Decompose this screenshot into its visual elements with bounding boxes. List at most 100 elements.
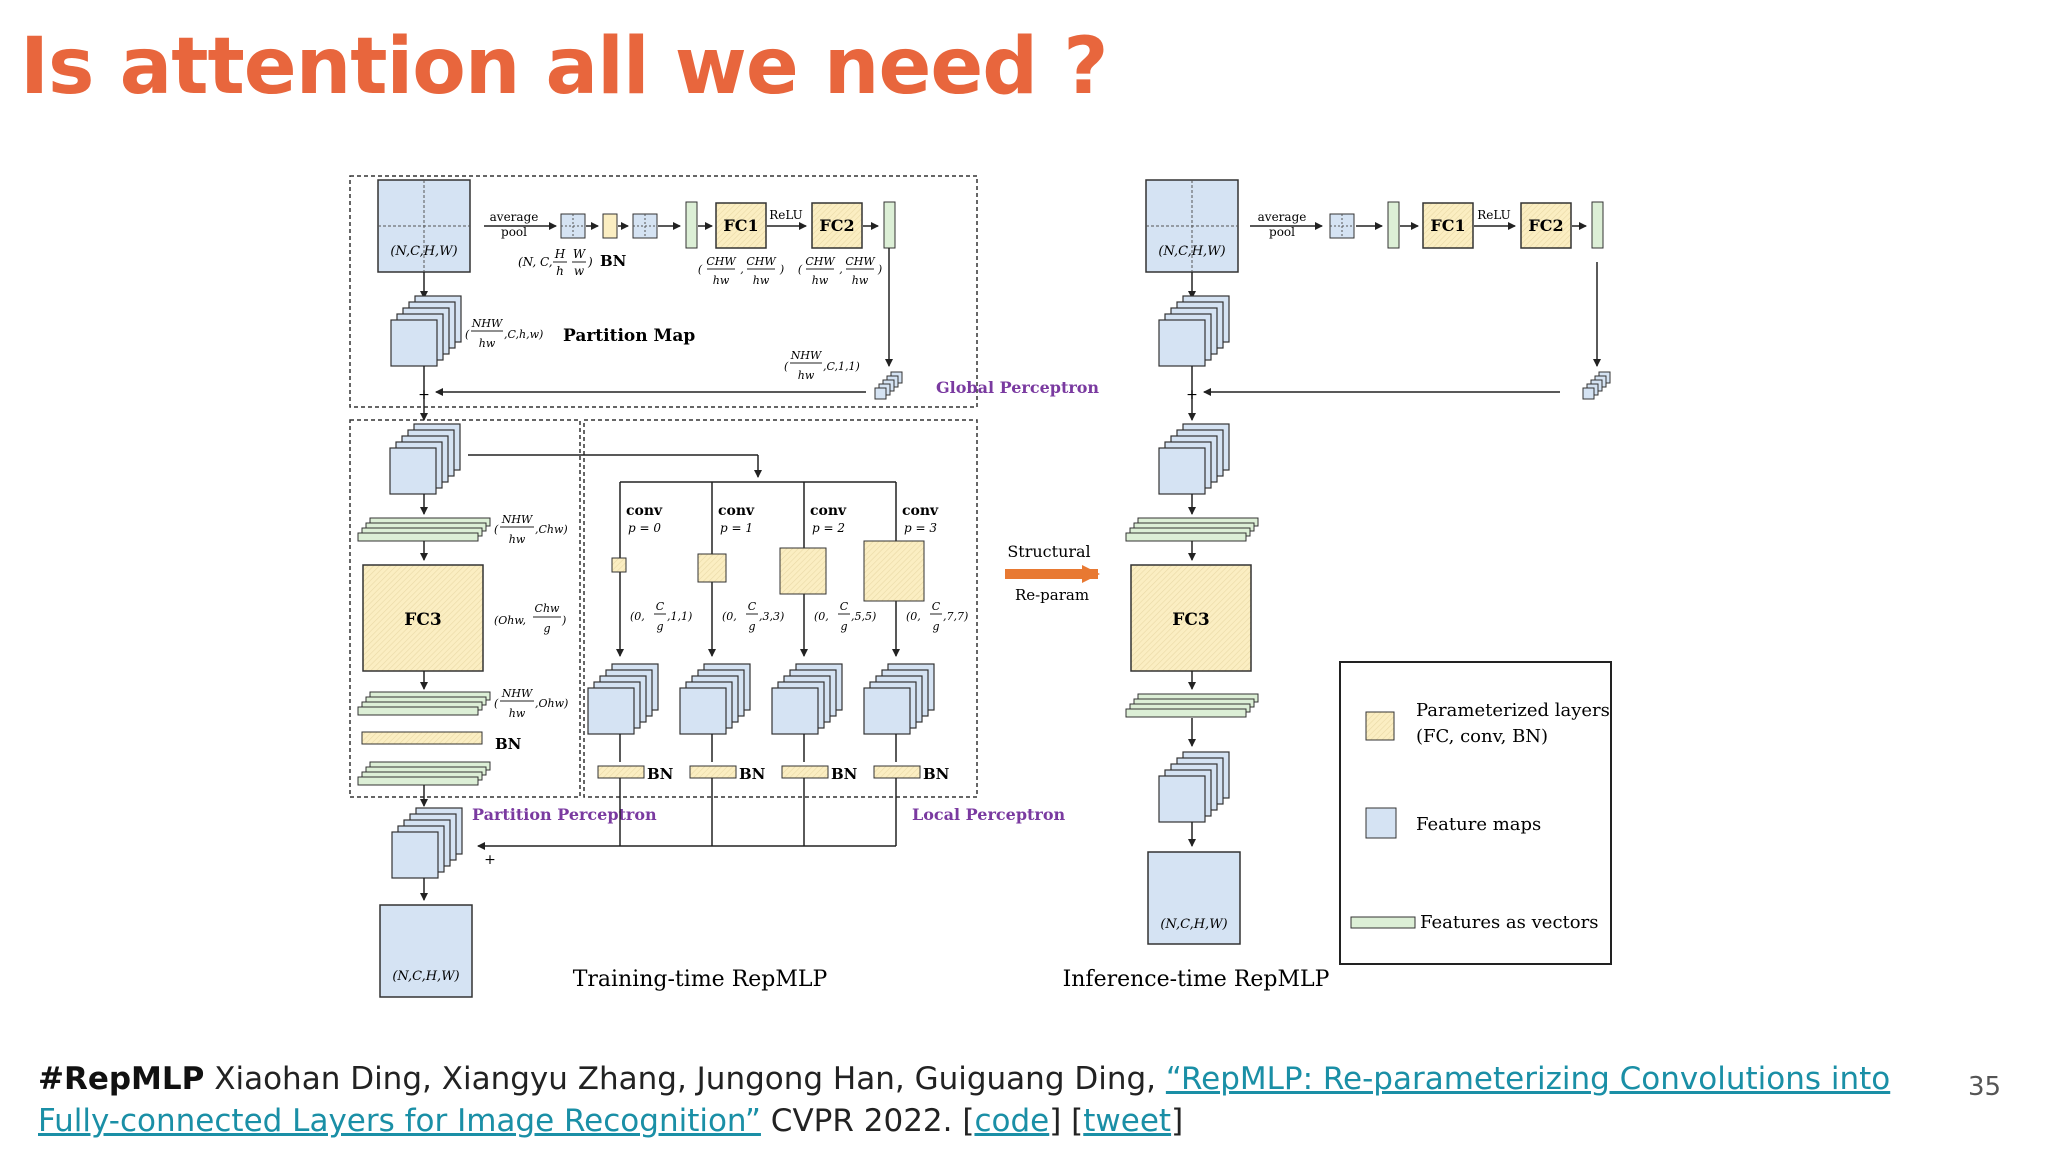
merged-output-stack: [391, 807, 463, 879]
legend-vector-swatch: [1350, 916, 1416, 929]
local-bn-layers: [597, 765, 921, 779]
inf-vector-1: [1387, 201, 1400, 249]
svg-text:(N, C,: (N, C,: [518, 255, 553, 269]
svg-text:g: g: [656, 620, 663, 633]
citation-tag: #RepMLP: [38, 1061, 205, 1097]
svg-text:g: g: [932, 620, 939, 633]
inf-output-stack: [1158, 751, 1230, 823]
svg-text:BN: BN: [647, 765, 674, 783]
inf-fc2-layer: FC2: [1520, 202, 1572, 249]
conv-kernel-7x7: [863, 540, 925, 602]
partition-shape-label: ( NHW hw ,C,h,w): [465, 317, 543, 350]
pool-shape-label: (N, C, H h W w ): [518, 247, 593, 278]
svg-text:(0,: (0,: [722, 610, 737, 623]
svg-text:,: ,: [839, 263, 843, 276]
svg-text:hw: hw: [753, 274, 770, 287]
vector-shape-label-1: ( NHW hw ,Chw): [494, 513, 568, 546]
partition-bn-layer: [361, 731, 483, 745]
partition-perceptron-region: [349, 419, 581, 798]
svg-text:h: h: [556, 264, 564, 278]
inf-vector-2: [1591, 201, 1604, 249]
svg-text:conv: conv: [626, 503, 663, 519]
citation-authors: Xiaohan Ding, Xiangyu Zhang, Jungong Han…: [204, 1061, 1166, 1097]
legend: Parameterized layers (FC, conv, BN) Feat…: [1339, 661, 1612, 965]
svg-text:NHW: NHW: [790, 349, 823, 362]
svg-text:g: g: [543, 622, 550, 635]
inf-vectors-1: [1125, 517, 1259, 542]
relu-label: ReLU: [769, 208, 803, 222]
svg-text:CHW: CHW: [845, 255, 876, 268]
svg-text:,Ohw): ,Ohw): [535, 697, 568, 710]
code-link[interactable]: code: [974, 1103, 1050, 1139]
svg-text:g: g: [840, 620, 847, 633]
input-feature-map: (N,C,H,W): [377, 179, 471, 273]
global-perceptron-region: [349, 175, 978, 408]
svg-text:(N,C,H,W): (N,C,H,W): [1160, 917, 1227, 932]
svg-text:conv: conv: [810, 503, 847, 519]
inf-avg-pool-1: average: [1258, 210, 1307, 224]
pooled-map-2: [632, 213, 658, 239]
plus-2: +: [484, 852, 496, 868]
partition-vectors-3: [357, 761, 491, 786]
svg-text:NHW: NHW: [471, 317, 504, 330]
svg-text:H: H: [554, 247, 566, 261]
svg-text:hw: hw: [812, 274, 829, 287]
svg-text:FC2: FC2: [819, 216, 854, 235]
svg-text:NHW: NHW: [501, 687, 534, 700]
conv-kernel-5x5: [779, 547, 827, 595]
conv-padding-labels: p = 0 p = 1 p = 2 p = 3: [628, 521, 937, 535]
svg-text:C: C: [748, 600, 757, 613]
svg-text:p = 2: p = 2: [812, 521, 845, 535]
inf-plus: +: [1186, 387, 1198, 403]
partition-vectors-1: [357, 517, 491, 542]
svg-text:W: W: [573, 247, 587, 261]
inf-avg-pool-2: pool: [1269, 225, 1295, 239]
svg-text:,C,1,1): ,C,1,1): [823, 360, 860, 373]
inf-input-feature-map: (N,C,H,W): [1145, 179, 1239, 273]
inf-partition-stack: [1158, 295, 1230, 367]
structural-label: Structural: [1007, 542, 1090, 561]
local-merge-lines: [477, 778, 897, 850]
paper-link[interactable]: “RepMLP: Re-parameterizing Convolutions …: [38, 1061, 1891, 1139]
svg-text:conv: conv: [718, 503, 755, 519]
partition-map-label: Partition Map: [563, 326, 695, 346]
conv-kernel-3x3: [697, 553, 727, 583]
inf-relu-label: ReLU: [1477, 208, 1511, 222]
svg-text:(: (: [494, 697, 499, 710]
svg-text:p = 3: p = 3: [904, 521, 937, 535]
input-shape-label: (N,C,H,W): [390, 244, 457, 259]
svg-text:): ): [779, 263, 784, 276]
svg-text:,7,7): ,7,7): [943, 610, 968, 623]
svg-text:FC3: FC3: [1172, 610, 1209, 630]
local-perceptron-label: Local Perceptron: [912, 805, 1065, 824]
svg-text:NHW: NHW: [501, 513, 534, 526]
vector-shape-label-2: ( NHW hw ,Ohw): [494, 687, 568, 720]
local-perceptron-region: [583, 419, 978, 798]
inf-pooled-map: [1329, 213, 1355, 239]
svg-text:(N,C,H,W): (N,C,H,W): [1158, 244, 1225, 259]
svg-text:hw: hw: [509, 533, 526, 546]
svg-text:C: C: [932, 600, 941, 613]
svg-text:FC2: FC2: [1528, 216, 1563, 235]
tweet-link[interactable]: tweet: [1083, 1103, 1172, 1139]
global-output-stack: [874, 371, 903, 400]
output-feature-map: (N,C,H,W): [379, 904, 473, 998]
svg-text:p = 0: p = 0: [628, 521, 661, 535]
svg-text:): ): [561, 614, 566, 627]
svg-text:): ): [877, 263, 882, 276]
inf-fc1-layer: FC1: [1422, 202, 1474, 249]
fc2-layer: FC2: [811, 202, 863, 249]
svg-text:(N,C,H,W): (N,C,H,W): [392, 969, 459, 984]
fc3-shape-label: (Ohw, Chw g ): [494, 602, 566, 635]
global-shape-label: ( NHW hw ,C,1,1): [784, 349, 860, 382]
partition-perceptron-label: Partition Perceptron: [472, 805, 657, 824]
svg-text:conv: conv: [902, 503, 939, 519]
svg-text:(Ohw,: (Ohw,: [494, 614, 526, 627]
conv-output-stacks: [587, 663, 935, 735]
svg-text:(: (: [465, 328, 470, 341]
page-number: 35: [1968, 1072, 2002, 1102]
avg-pool-label-2: pool: [501, 225, 527, 239]
svg-text:C: C: [840, 600, 849, 613]
inf-fc3-layer: FC3: [1130, 564, 1252, 672]
partition-bn-label: BN: [495, 735, 522, 753]
